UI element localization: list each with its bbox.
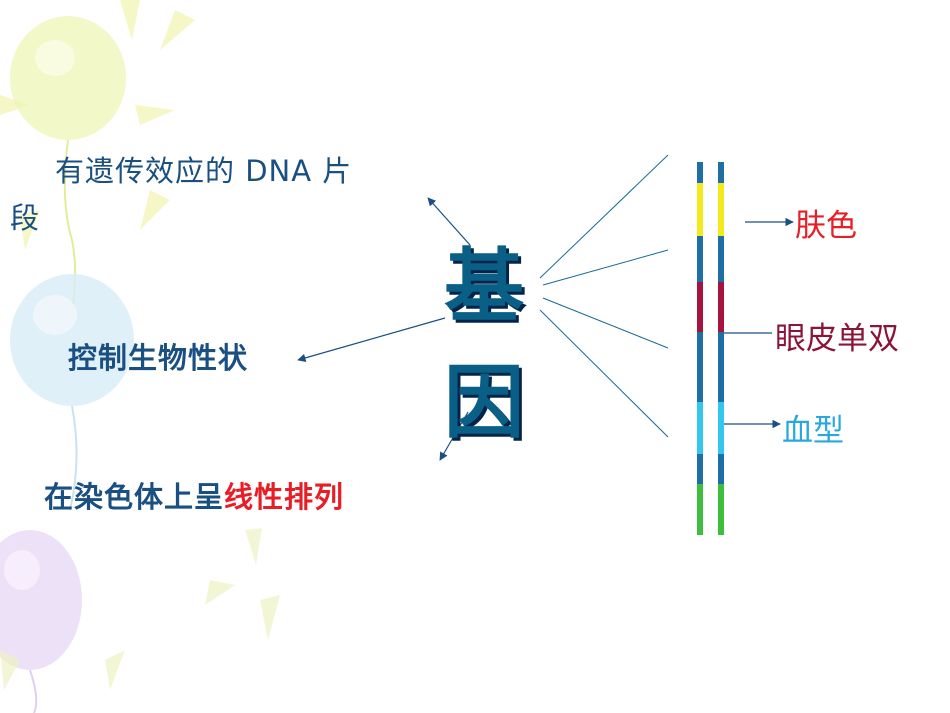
chromatid-left bbox=[697, 162, 703, 535]
band-crimson bbox=[697, 282, 703, 332]
rays-decoration bbox=[0, 0, 195, 250]
fan-lines bbox=[539, 154, 669, 438]
definition-text-line2: 段 bbox=[10, 201, 40, 235]
purple-balloon-icon bbox=[0, 530, 82, 713]
arrow-to-location bbox=[439, 411, 469, 461]
blue-balloon-icon bbox=[10, 274, 134, 511]
band-green-right bbox=[718, 484, 724, 535]
label-blood-type: 血型 bbox=[782, 413, 844, 449]
label-skin-color: 肤色 bbox=[795, 208, 857, 244]
chromatid-right bbox=[718, 162, 724, 535]
function-text: 控制生物性状 bbox=[68, 341, 249, 375]
gene-title-char2: 因 bbox=[444, 356, 524, 449]
label-eyelid: 眼皮单双 bbox=[775, 321, 899, 357]
band-cyan-right bbox=[718, 402, 724, 454]
arrow-to-definition bbox=[427, 197, 471, 246]
band-green bbox=[697, 484, 703, 535]
gene-title-char1: 基 bbox=[444, 240, 524, 333]
light-rays-decoration bbox=[0, 528, 280, 690]
band-yellow-right bbox=[718, 183, 724, 236]
location-text-plain: 在染色体上呈 bbox=[44, 480, 225, 514]
location-text-highlight: 线性排列 bbox=[224, 480, 345, 514]
definition-text-line1: 有遗传效应的 DNA 片 bbox=[55, 154, 353, 188]
location-text: 在染色体上呈线性排列 bbox=[44, 474, 344, 516]
band-crimson-right bbox=[718, 282, 724, 332]
band-cyan bbox=[697, 402, 703, 454]
band-yellow bbox=[697, 183, 703, 236]
chromosome bbox=[697, 162, 724, 535]
arrow-to-function bbox=[297, 317, 446, 362]
